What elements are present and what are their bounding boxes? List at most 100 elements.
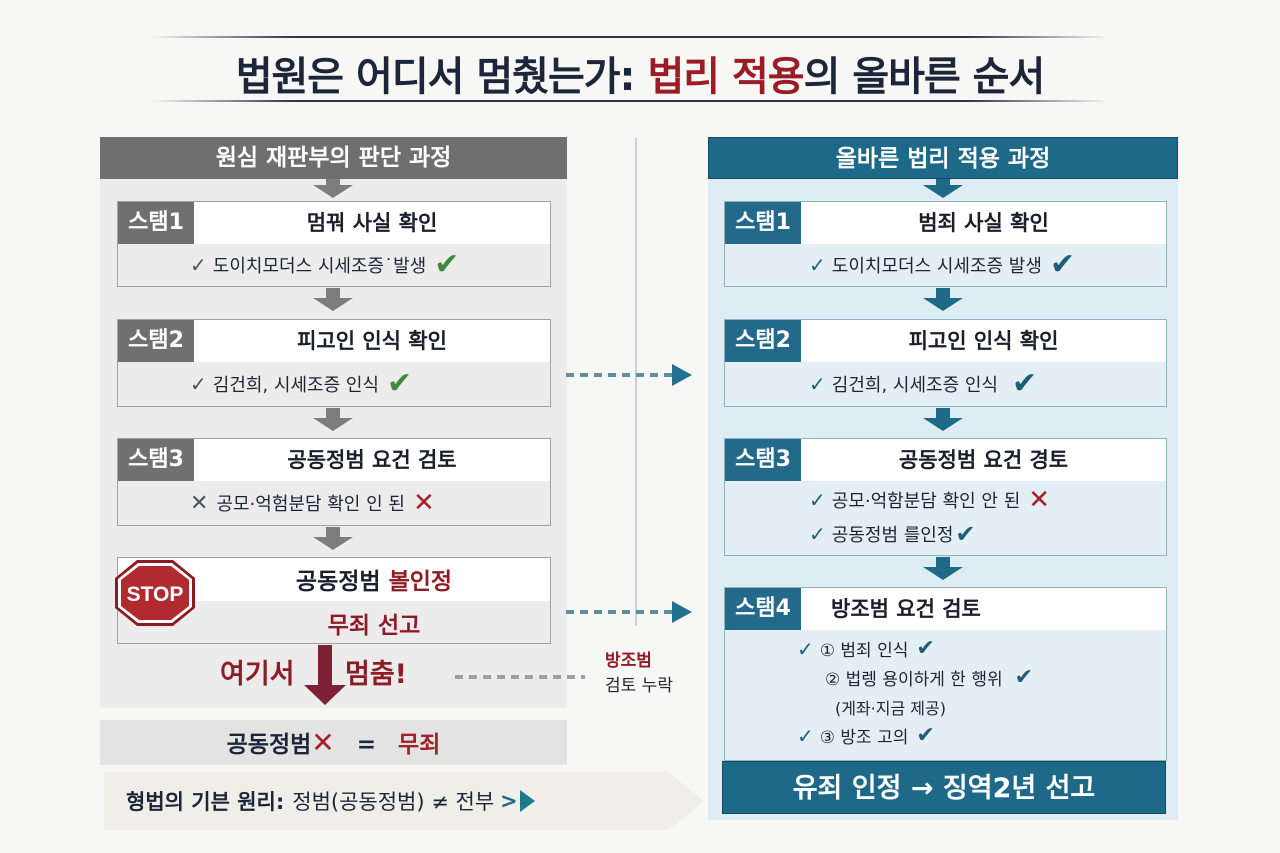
down-arrow-icon (923, 298, 963, 311)
check-icon: ✓ (190, 372, 207, 396)
teal-check-icon: ✔ (1014, 664, 1034, 690)
right-panel: 올바른 법리 적용 과정 스탬1 범죄 사실 확인 ✓ 도이치모더스 시세조증 … (708, 137, 1178, 820)
left-panel-header: 원심 재판부의 판단 과정 (100, 137, 567, 179)
check-icon: ✓ (809, 253, 826, 277)
principle-banner: 형법의 기븐 원리: 정범(공동정범) ≠ 전부 > (104, 772, 704, 830)
title-rule-top (150, 36, 1110, 38)
stop-line-2: 무죄 선고 (327, 613, 421, 639)
check-icon: ✓ (797, 723, 814, 748)
principle-text: 정범(공동정범) ≠ 전부 (292, 790, 495, 814)
left-step-1: 스탬1 멈꿔 사실 확인 ✓ 도이치모더스 시세조증˙발생 ✔ (117, 201, 551, 287)
step-title: 공동정범 요건 경토 (898, 448, 1069, 472)
step-line: 도이치모더스 시세조증 발생 (831, 256, 1042, 277)
step-title: 방조범 요건 검토 (831, 597, 981, 621)
column-divider (635, 138, 637, 626)
down-arrow-icon (923, 418, 963, 431)
check-icon: ✓ (797, 636, 814, 661)
green-check-icon: ✔ (386, 366, 413, 401)
connector-arrow-icon (672, 364, 692, 386)
step-line: 공동정범 를인정 (831, 525, 954, 546)
arrow-shaft (936, 557, 950, 567)
verdict-banner: 유죄 인정 → 징역2년 선고 (722, 761, 1166, 814)
step-line: ③ 방조 고의 (819, 728, 909, 748)
dotted-connector-step4 (566, 610, 674, 614)
missing-label-accessory: 방조범 (605, 651, 652, 671)
step-line: 공모·억험분담 확인 인 된 (216, 494, 405, 515)
teal-check-icon: ✔ (955, 520, 976, 548)
step-title: 피고인 인식 확인 (908, 329, 1059, 353)
title-rule-bottom (150, 100, 1110, 102)
stopped-label: 멈춤! (345, 659, 407, 690)
green-check-icon: ✔ (434, 247, 460, 282)
down-arrow-icon (313, 418, 353, 431)
missing-label-review: 검토 누락 (605, 676, 673, 696)
stop-sign-icon: STOP (115, 560, 195, 626)
teal-check-icon: ✔ (916, 722, 935, 748)
chevron-icon: > (500, 789, 518, 813)
connector-arrow-icon (672, 601, 692, 623)
step-tag: 스탬1 (118, 202, 194, 244)
arrow-shaft (936, 408, 950, 418)
check-icon: ✓ (190, 253, 207, 277)
step-line: ② 법렝 용이하게 한 행위 (825, 670, 1003, 690)
step-tag: 스탬4 (725, 588, 801, 630)
step-tag: 스탬2 (725, 320, 801, 362)
title-part1: 법원은 어디서 멈췄는가: (235, 54, 648, 100)
right-step-4: 스탬4 방조범 요건 검토 ✓ ① 범죄 인식 ✔ ② 법렝 용이하게 한 행위… (724, 587, 1167, 761)
stop-down-arrow-icon (304, 685, 346, 705)
left-panel: 원심 재판부의 판단 과정 스탬1 멈꿔 사실 확인 ✓ 도이치모더스 시세조증… (100, 137, 567, 708)
right-step-1: 스탬1 범죄 사실 확인 ✓ 도이치모더스 시세조증 발생 ✔ (724, 201, 1167, 287)
arrow-shaft (936, 288, 950, 298)
right-step-3: 스탬3 공동정범 요건 경토 ✓ 공모·억함분담 확인 안 된 ✕ ✓ 공동정범… (724, 438, 1167, 556)
red-cross-icon: ✕ (412, 488, 435, 518)
step-line-note: (게좌·지금 제공) (835, 698, 946, 718)
step-line: 김건희, 시세조증 인식 (831, 375, 998, 396)
stop-arrow-shaft (318, 645, 332, 685)
title-highlight: 법리 적용 (647, 54, 804, 100)
play-arrow-icon (519, 790, 535, 812)
step-line: 도이치모더스 시세조증˙발생 (212, 256, 427, 277)
stop-line-1: 공동정범 볼인정 (295, 569, 453, 595)
check-icon: ✓ (809, 488, 826, 512)
red-cross-icon: ✕ (1028, 485, 1051, 515)
arrow-shaft (326, 179, 340, 185)
down-arrow-icon (923, 185, 963, 198)
down-arrow-icon (313, 537, 353, 550)
check-icon: ✓ (809, 522, 826, 546)
check-icon: ✓ (809, 372, 826, 396)
dotted-connector-missing (455, 675, 585, 679)
right-step-2: 스탬2 피고인 인식 확인 ✓ 김건희, 시세조증 인식 ✔ (724, 319, 1167, 407)
step-tag: 스탬3 (118, 439, 194, 481)
dotted-connector-step2 (566, 373, 674, 377)
step-title: 멈꿔 사실 확인 (306, 211, 438, 235)
svg-text:STOP: STOP (127, 583, 184, 606)
step-line: 공모·억함분담 확인 안 된 (831, 491, 1021, 512)
step-title: 피고인 인식 확인 (297, 329, 447, 353)
right-panel-header: 올바른 법리 적용 과정 (708, 137, 1178, 179)
principle-label: 형법의 기븐 원리: (126, 790, 285, 814)
arrow-shaft (326, 288, 340, 298)
arrow-shaft (326, 527, 340, 537)
left-step-3: 스탬3 공동정범 요건 검토 ✕ 공모·억험분담 확인 인 된 ✕ (117, 438, 551, 526)
title-part2: 의 올바른 순서 (803, 54, 1046, 100)
cross-icon: ✕ (190, 490, 209, 516)
page-title: 법원은 어디서 멈췄는가: 법리 적용의 올바른 순서 (0, 44, 1280, 102)
step-title: 범죄 사실 확인 (918, 211, 1049, 235)
teal-check-icon: ✔ (1011, 366, 1038, 401)
step-tag: 스탬1 (725, 202, 801, 244)
teal-check-icon: ✔ (1049, 247, 1076, 282)
step-tag: 스탬2 (118, 320, 194, 362)
step-line: 김건희, 시세조증 인식 (212, 375, 379, 396)
arrow-shaft (936, 179, 950, 185)
down-arrow-icon (313, 298, 353, 311)
down-arrow-icon (923, 567, 963, 580)
teal-check-icon: ✔ (916, 635, 935, 661)
step-tag: 스탬3 (725, 439, 801, 481)
here-label: 여기서 (220, 659, 295, 690)
arrow-shaft (326, 408, 340, 418)
left-step-2: 스탬2 피고인 인식 확인 ✓ 김건희, 시세조증 인식 ✔ (117, 319, 551, 407)
step-line: ① 범죄 인식 (819, 641, 909, 661)
down-arrow-icon (313, 185, 353, 198)
result-summary: 공동정범✕ = 무죄 (100, 720, 567, 765)
step-title: 공동정범 요건 검토 (287, 448, 457, 472)
